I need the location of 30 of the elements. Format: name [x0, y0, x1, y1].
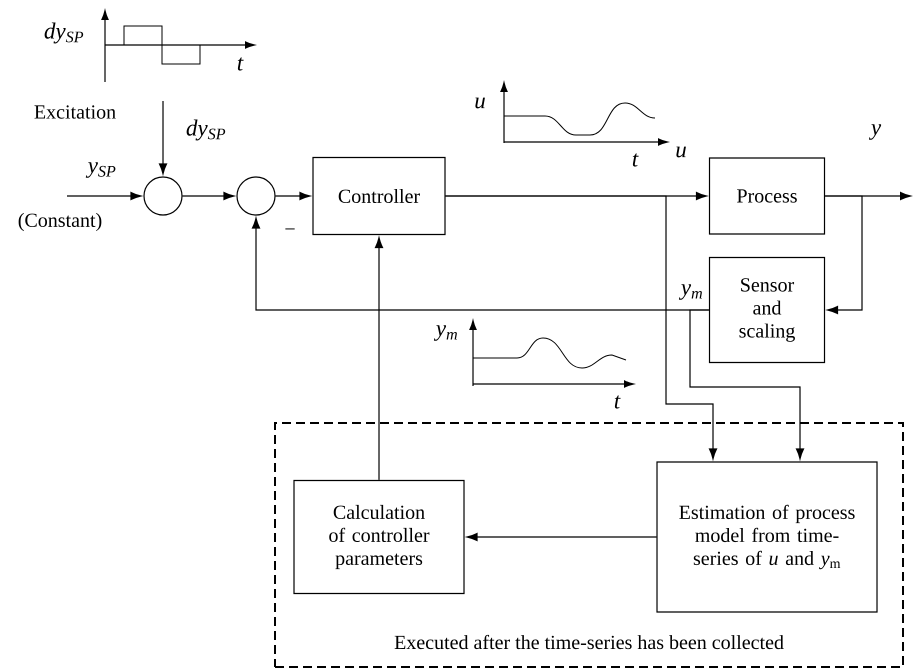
edge-label: y$_{SP}$ — [86, 162, 116, 178]
minus-sign: − — [285, 228, 295, 230]
arrow — [374, 237, 384, 480]
axis-label: t — [632, 153, 639, 167]
axis-label: y$_{m}$ — [434, 325, 457, 341]
arrow — [825, 195, 863, 314]
axis-label: u — [475, 98, 485, 108]
arrow — [466, 532, 656, 542]
sensor-box: Sensor and scaling — [708, 256, 826, 364]
arrow — [689, 309, 804, 460]
calculation-box: Calculation of controller parameters — [293, 480, 465, 594]
excitation-label: Excitation — [34, 105, 116, 119]
edge-label: y$_{m}$ — [678, 284, 702, 300]
constant-label: (Constant) — [18, 212, 102, 232]
arrow — [182, 192, 234, 200]
estimation-box: Estimation of process model from time-series of u and y$_{m}$ — [656, 461, 878, 613]
arrow — [67, 192, 142, 200]
edge-label: y — [869, 124, 882, 140]
arrow — [158, 101, 168, 174]
axis-label: dy$_{SP}$ — [44, 22, 84, 44]
axis-label: t — [238, 57, 244, 71]
summing-junction — [143, 176, 183, 216]
process-box: Process — [708, 157, 826, 235]
arrow — [276, 192, 310, 200]
edge-label: dy$_{SP}$ — [186, 120, 226, 140]
controller-box: Controller — [312, 156, 446, 236]
edge-label: u — [676, 146, 686, 158]
summing-junction — [236, 176, 276, 216]
axis-label: t — [614, 395, 621, 409]
arrow — [446, 195, 718, 460]
